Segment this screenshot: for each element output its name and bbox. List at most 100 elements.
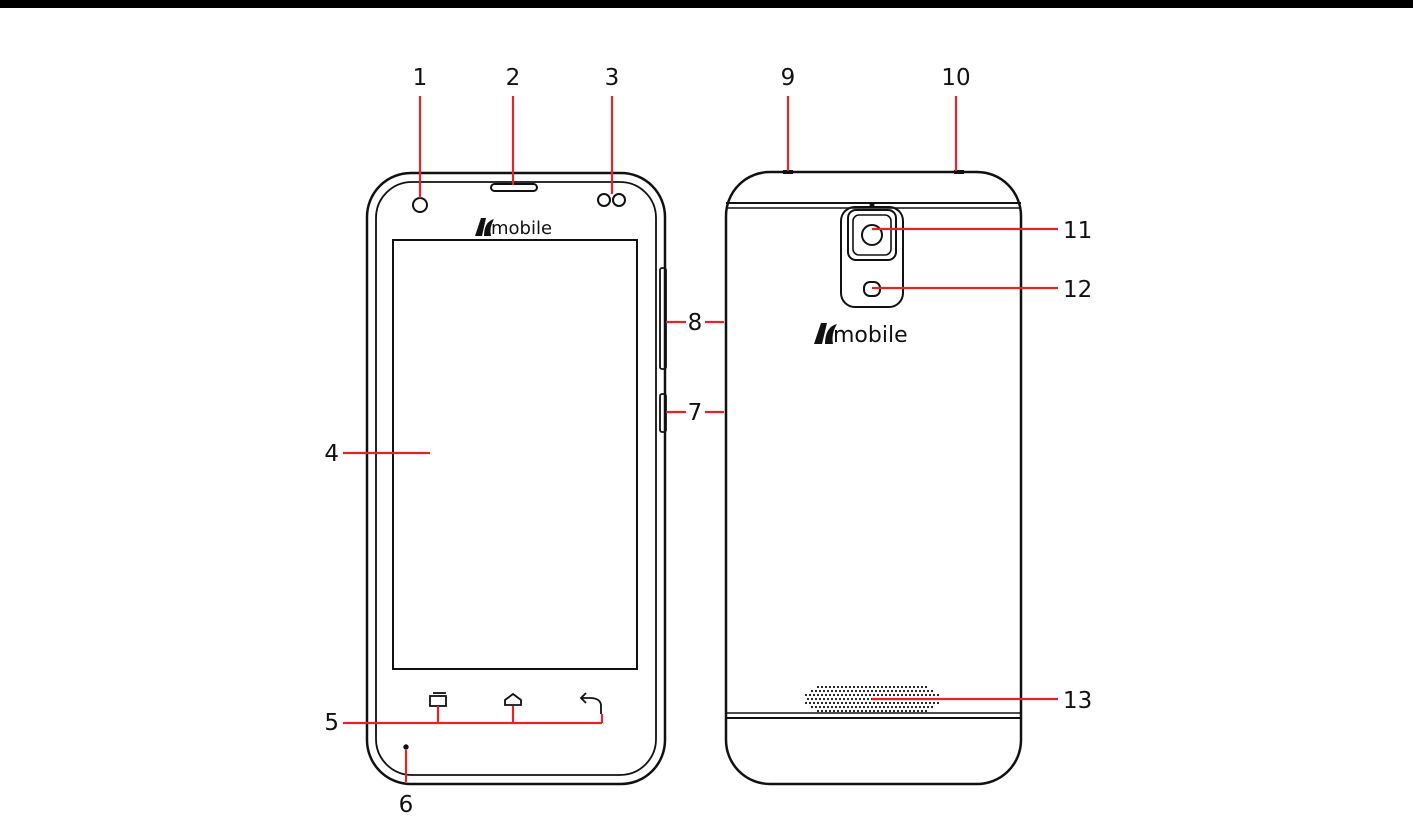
volume-button — [660, 268, 666, 369]
speaker-hole — [921, 694, 923, 696]
speaker-hole — [871, 690, 873, 692]
callout-4: 4 — [324, 441, 339, 467]
speaker-hole — [843, 690, 845, 692]
speaker-hole — [827, 698, 829, 700]
speaker-hole — [887, 706, 889, 708]
speaker-hole — [829, 710, 831, 712]
callout-11: 11 — [1063, 218, 1092, 244]
speaker-hole — [847, 706, 849, 708]
speaker-hole — [873, 694, 875, 696]
speaker-hole — [851, 698, 853, 700]
speaker-hole — [889, 694, 891, 696]
speaker-hole — [853, 702, 855, 704]
speaker-hole — [857, 702, 859, 704]
phone-back-view — [726, 172, 1021, 784]
speaker-hole — [879, 706, 881, 708]
speaker-hole — [823, 698, 825, 700]
speaker-hole — [881, 686, 883, 688]
sensor-icon-right — [613, 194, 625, 206]
speaker-hole — [881, 694, 883, 696]
speaker-hole — [889, 686, 891, 688]
front-camera-icon — [413, 198, 427, 212]
speaker-hole — [833, 710, 835, 712]
speaker-hole — [869, 686, 871, 688]
back-brand-logo: mobile — [814, 323, 908, 348]
speaker-hole — [839, 698, 841, 700]
speaker-hole — [877, 710, 879, 712]
speaker-hole — [917, 702, 919, 704]
speaker-hole — [913, 694, 915, 696]
speaker-hole — [825, 702, 827, 704]
speaker-hole — [809, 694, 811, 696]
speaker-hole — [925, 702, 927, 704]
speaker-hole — [809, 702, 811, 704]
power-button — [660, 394, 666, 432]
speaker-hole — [827, 690, 829, 692]
camera-lens-housing — [848, 210, 896, 260]
speaker-hole — [841, 694, 843, 696]
speaker-hole — [909, 686, 911, 688]
speaker-hole — [865, 694, 867, 696]
speaker-hole — [813, 694, 815, 696]
speaker-hole — [829, 686, 831, 688]
speaker-hole — [839, 690, 841, 692]
speaker-hole — [827, 706, 829, 708]
speaker-hole — [863, 706, 865, 708]
speaker-hole — [861, 686, 863, 688]
speaker-hole — [919, 690, 921, 692]
speaker-hole — [879, 690, 881, 692]
callout-9: 9 — [781, 65, 796, 91]
camera-lens-inner — [853, 215, 891, 255]
speaker-hole — [857, 710, 859, 712]
speaker-hole — [925, 710, 927, 712]
speaker-hole — [855, 698, 857, 700]
speaker-hole — [825, 694, 827, 696]
speaker-hole — [869, 710, 871, 712]
speaker-hole — [865, 710, 867, 712]
home-icon — [505, 694, 521, 705]
speaker-hole — [845, 702, 847, 704]
back-icon — [581, 693, 601, 714]
speaker-hole — [897, 686, 899, 688]
speaker-hole — [807, 698, 809, 700]
speaker-hole — [873, 702, 875, 704]
speaker-hole — [917, 686, 919, 688]
speaker-hole — [835, 698, 837, 700]
speaker-hole — [877, 702, 879, 704]
speaker-hole — [885, 702, 887, 704]
speaker-hole — [883, 690, 885, 692]
speaker-hole — [861, 710, 863, 712]
speaker-hole — [885, 710, 887, 712]
speaker-hole — [927, 690, 929, 692]
callout-8: 8 — [688, 310, 703, 336]
back-outer-frame — [726, 172, 1021, 784]
speaker-hole — [877, 686, 879, 688]
camera-top-dot — [870, 203, 874, 207]
speaker-hole — [819, 690, 821, 692]
speaker-hole — [815, 698, 817, 700]
speaker-hole — [841, 686, 843, 688]
speaker-hole — [811, 706, 813, 708]
earpiece-icon — [491, 184, 537, 191]
speaker-hole — [937, 702, 939, 704]
speaker-hole — [833, 702, 835, 704]
speaker-hole — [899, 690, 901, 692]
speaker-hole — [901, 710, 903, 712]
speaker-hole — [859, 706, 861, 708]
speaker-hole — [829, 694, 831, 696]
speaker-hole — [905, 710, 907, 712]
speaker-hole — [921, 710, 923, 712]
speaker-hole — [897, 702, 899, 704]
speaker-hole — [821, 686, 823, 688]
speaker-hole — [883, 706, 885, 708]
speaker-hole — [819, 698, 821, 700]
sensor-icon-left — [598, 194, 610, 206]
speaker-hole — [843, 706, 845, 708]
speaker-hole — [889, 702, 891, 704]
speaker-hole — [805, 694, 807, 696]
speaker-hole — [925, 686, 927, 688]
speaker-hole — [913, 702, 915, 704]
speaker-hole — [927, 706, 929, 708]
speaker-hole — [811, 690, 813, 692]
front-brand-label: mobile — [491, 218, 552, 239]
